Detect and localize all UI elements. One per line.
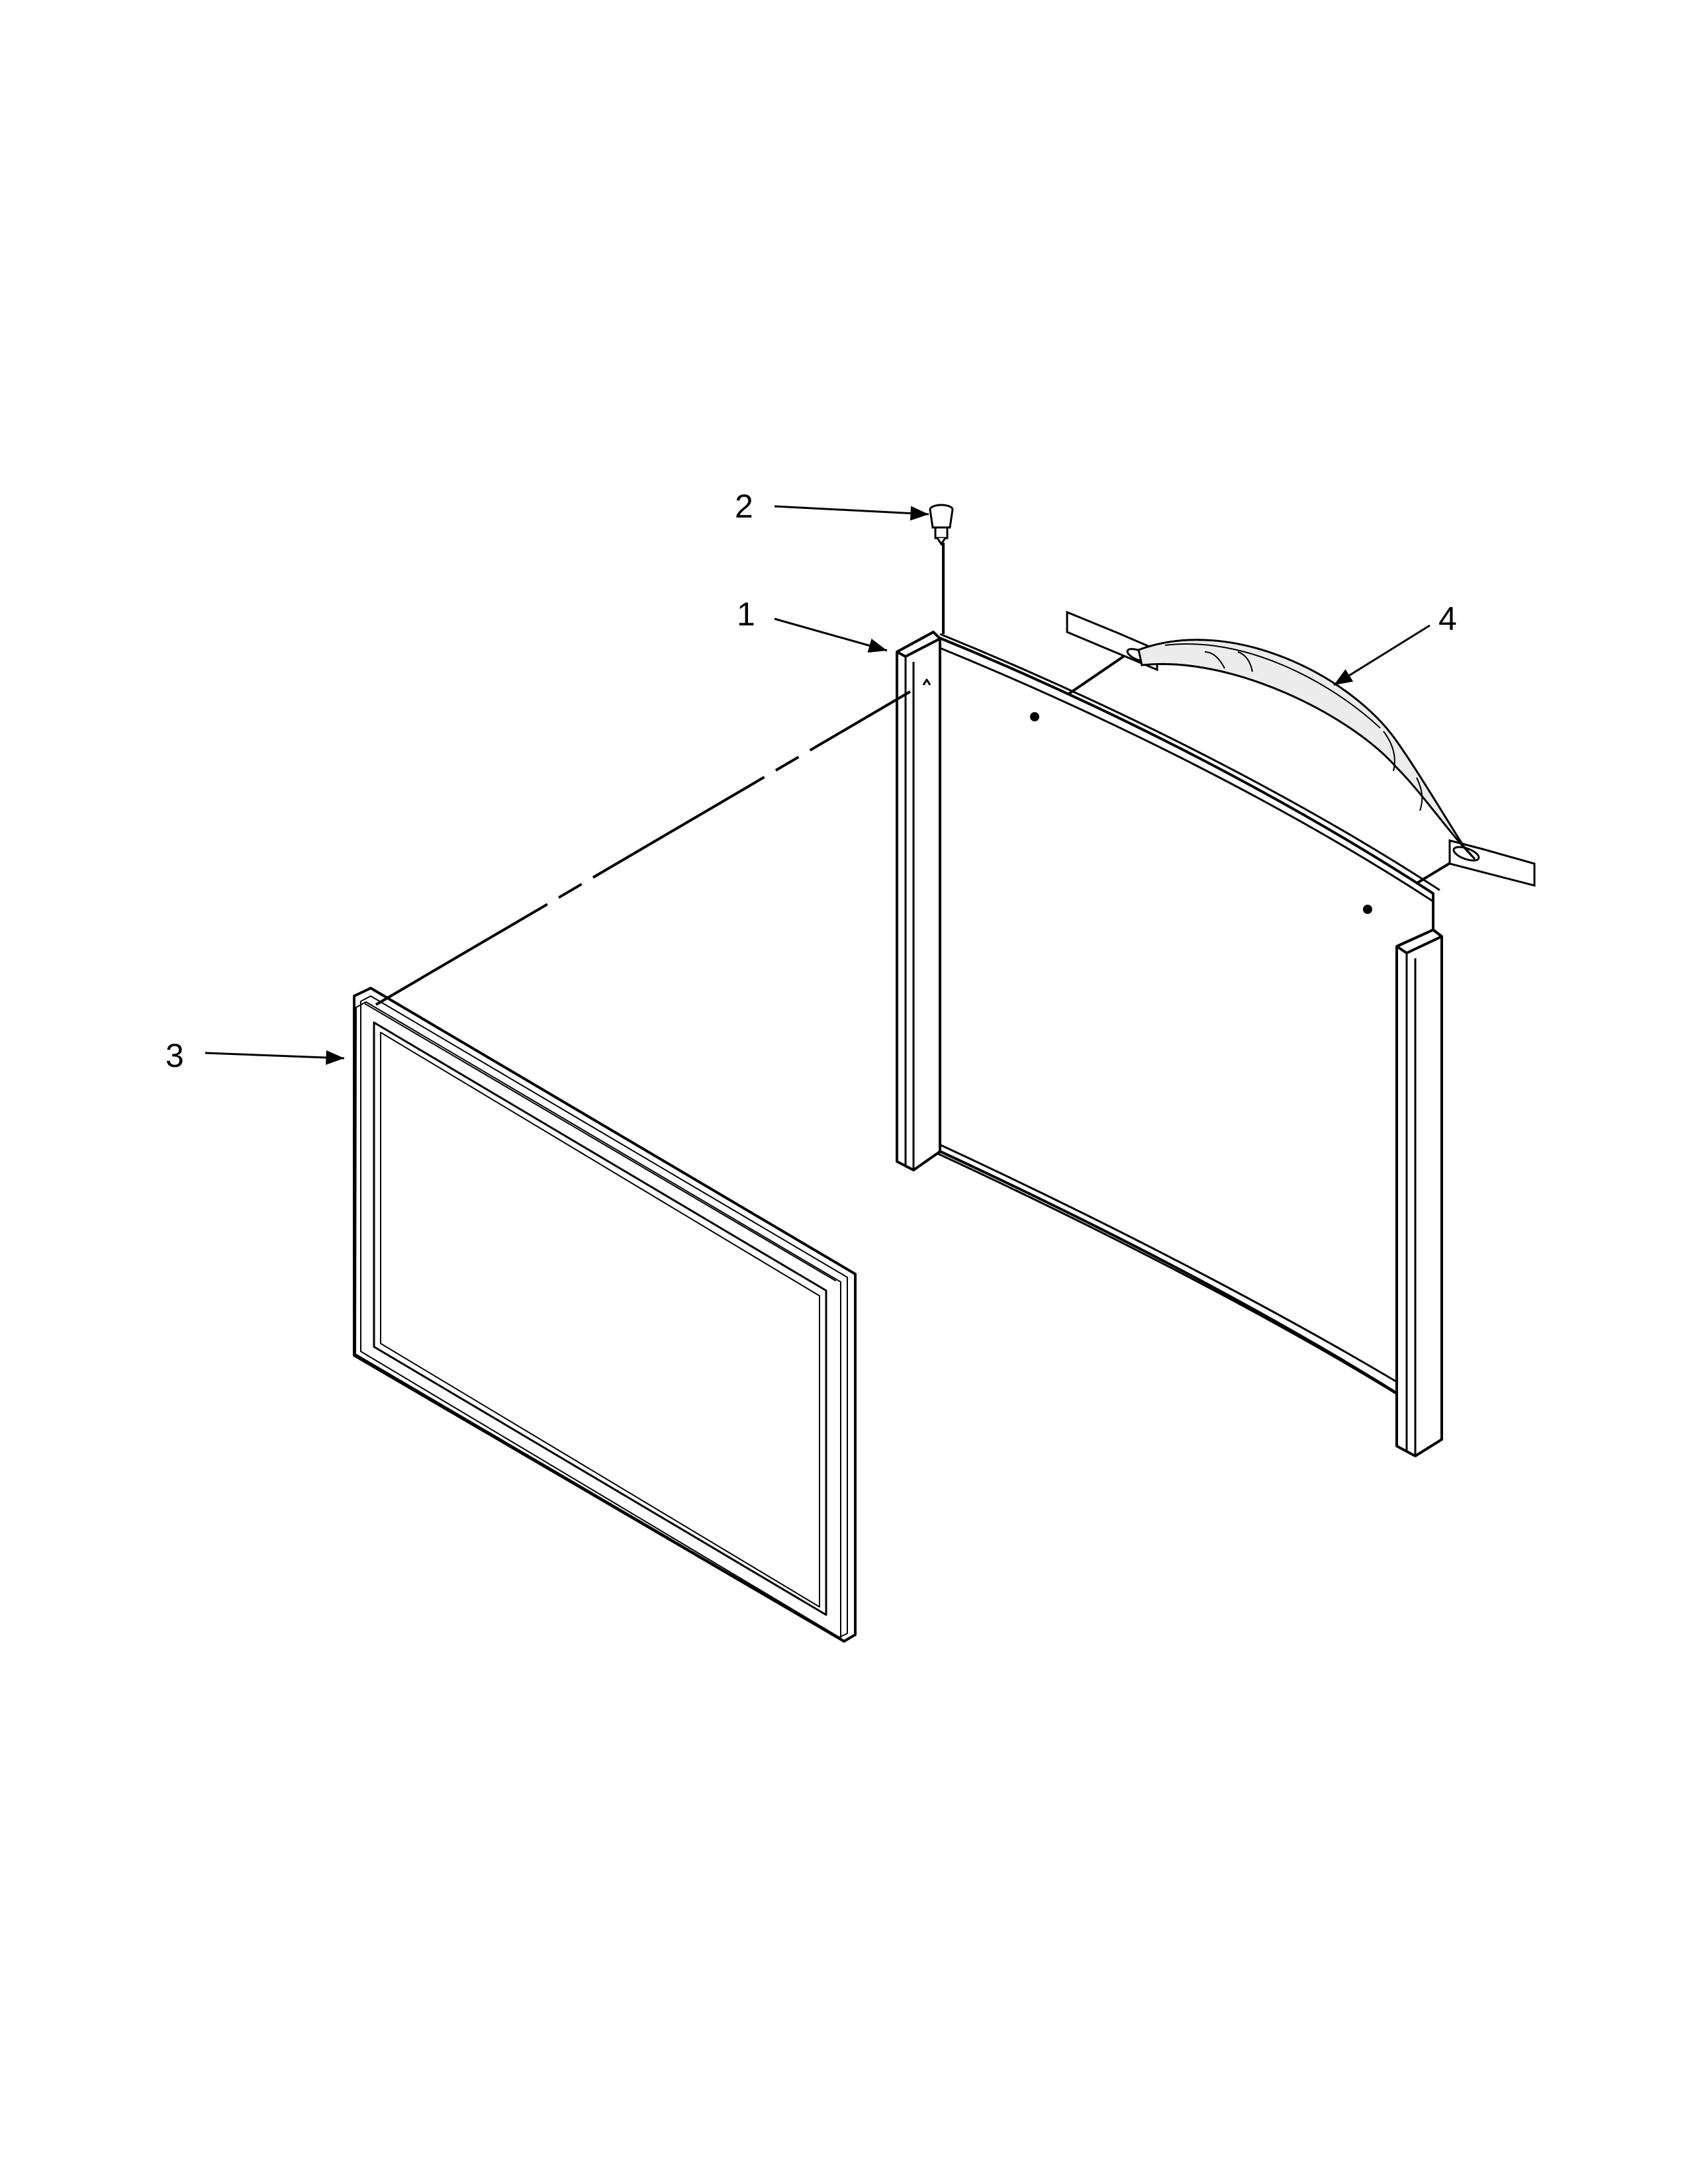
callout-leaders — [205, 505, 1430, 1065]
screw-plug — [930, 505, 953, 634]
callout-label-3: 3 — [165, 1037, 184, 1074]
callout-labels: 2 1 4 3 — [165, 488, 1457, 1074]
leader-1 — [774, 617, 888, 653]
callout-label-1: 1 — [737, 596, 755, 633]
door-panel — [897, 632, 1442, 1456]
alignment-dashed-line — [375, 690, 912, 1006]
leader-4 — [1333, 624, 1430, 686]
callout-label-2: 2 — [735, 488, 753, 525]
leader-2 — [774, 505, 929, 521]
callout-label-4: 4 — [1438, 600, 1457, 637]
leader-3 — [205, 1050, 345, 1065]
door-handle — [1067, 612, 1534, 890]
door-gasket — [354, 988, 855, 1641]
